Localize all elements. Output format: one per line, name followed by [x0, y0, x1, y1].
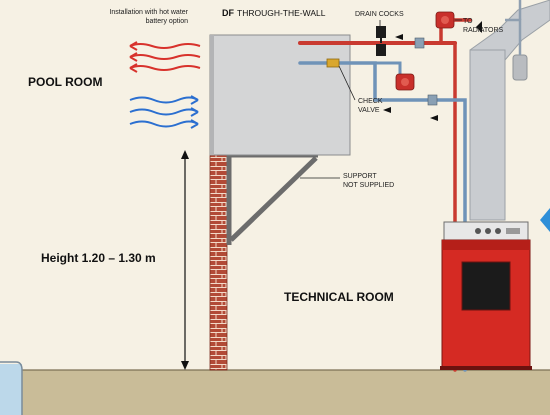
drain-cocks-label: DRAIN COCKS: [355, 11, 404, 18]
check-valve: [326, 58, 340, 68]
unit-title-rest: THROUGH-THE-WALL: [237, 8, 326, 18]
boiler: [440, 221, 532, 370]
check-valve-line1: CHECK: [358, 98, 383, 105]
pipe-valve-icon: [427, 94, 438, 106]
pool-edge: [0, 361, 23, 415]
to-radiators-line1: TO: [463, 18, 473, 25]
flow-arrow-icon: [395, 34, 403, 40]
side-indicator-icon: [540, 208, 550, 232]
installation-note-line1: Installation with hot water: [109, 9, 188, 16]
leader-lines: [300, 19, 462, 179]
brick-wall: [209, 134, 228, 371]
check-valve-line2: VALVE: [358, 107, 380, 114]
dehumidifier-unit: [209, 34, 351, 156]
drain-cock-lower: [376, 44, 386, 56]
intake-air-arrows: [129, 95, 199, 129]
support-bracket: [226, 152, 318, 245]
drain-cock-upper: [376, 26, 386, 43]
flue-pipe: [469, 0, 550, 221]
support-line2: NOT SUPPLIED: [343, 182, 394, 189]
pool-room-label: POOL ROOM: [28, 75, 102, 89]
floor: [0, 369, 550, 415]
installation-note-line2: battery option: [146, 18, 189, 25]
pipe-valve-icon: [414, 37, 425, 49]
circulation-pump-lower: [395, 73, 415, 91]
circulation-pump-upper: [435, 11, 455, 29]
exhaust-air-arrows: [129, 41, 201, 73]
to-radiators-line2: RADIATORS: [463, 27, 504, 34]
technical-room-label: TECHNICAL ROOM: [284, 290, 394, 304]
height-dimension-arrow: [181, 150, 189, 370]
flow-arrow-icon: [430, 115, 438, 121]
flow-arrows: [383, 21, 482, 121]
flow-arrow-icon: [476, 21, 482, 33]
unit-title-prefix: DF: [222, 8, 234, 18]
support-line1: SUPPORT: [343, 173, 377, 180]
flow-arrow-icon: [383, 107, 391, 113]
height-label: Height 1.20 – 1.30 m: [41, 251, 156, 265]
